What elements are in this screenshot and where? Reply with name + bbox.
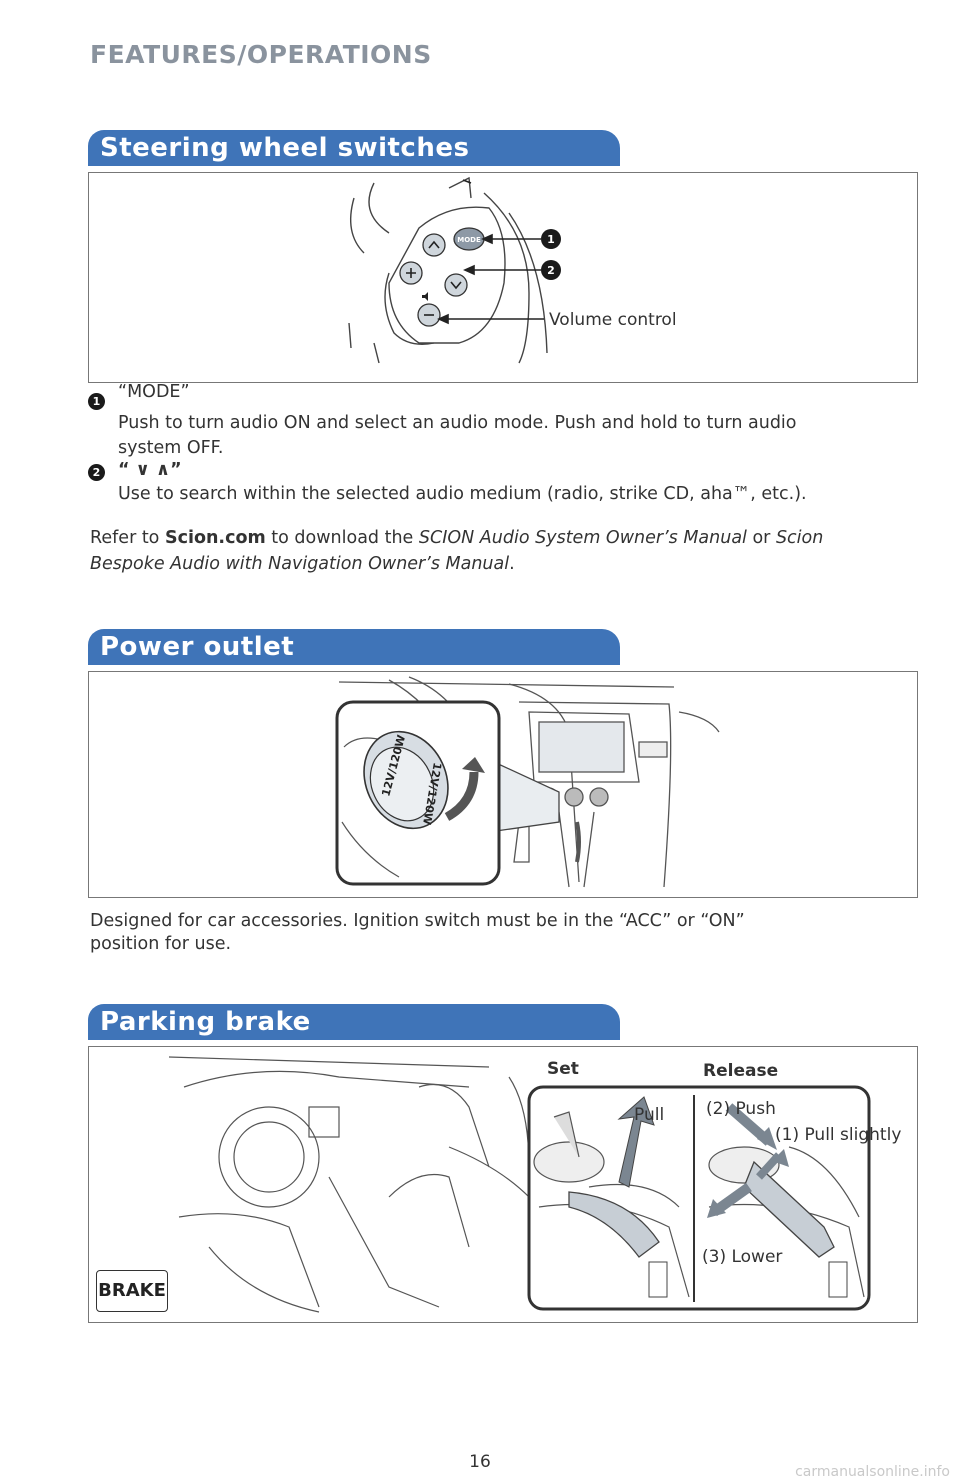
- power-section-tab: Power outlet: [88, 629, 620, 665]
- power-outlet-illustration: 12V/120W 12V/120W: [335, 676, 720, 888]
- section-heading: FEATURES/OPERATIONS: [90, 40, 432, 69]
- power-illustration-box: 12V/120W 12V/120W: [88, 671, 918, 898]
- brake-badge: BRAKE: [96, 1270, 168, 1312]
- audio-manual-title: SCION Audio System Owner’s Manual: [418, 528, 747, 548]
- brake-section-tab: Parking brake: [88, 1004, 620, 1040]
- steering-section-tab: Steering wheel switches: [88, 130, 620, 166]
- mode-button-label: MODE: [457, 236, 481, 244]
- brake-pull-label: Pull: [634, 1105, 665, 1125]
- item-1-marker: 1: [88, 393, 105, 410]
- power-desc-line2: position for use.: [90, 934, 232, 954]
- nav-manual-title-b: Bespoke Audio with Navigation Owner’s Ma…: [90, 554, 510, 574]
- refer-text-c: or: [746, 528, 776, 548]
- refer-line2: Bespoke Audio with Navigation Owner’s Ma…: [90, 553, 515, 576]
- refer-line1: Refer to Scion.com to download the SCION…: [90, 527, 823, 550]
- steering-switch-illustration: MODE 1 2: [348, 176, 561, 364]
- volume-control-label: Volume control: [549, 310, 677, 330]
- page-number: 16: [469, 1452, 491, 1472]
- brake-set-label: Set: [547, 1059, 579, 1079]
- item-1-body-line1: Push to turn audio ON and select an audi…: [118, 413, 797, 433]
- refer-text-b: to download the: [265, 528, 419, 548]
- brake-push-label: (2) Push: [706, 1099, 776, 1119]
- scion-link[interactable]: Scion.com: [164, 528, 266, 548]
- brake-illustration-box: Set Release Pull (2) Push (1) Pull sligh…: [88, 1046, 918, 1323]
- brake-pull-slightly-label: (1) Pull slightly: [775, 1125, 902, 1145]
- item-2-heading: “ ∨ ∧”: [118, 460, 182, 480]
- brake-section-title: Parking brake: [100, 1007, 311, 1037]
- power-section-title: Power outlet: [100, 632, 295, 662]
- watermark: carmanualsonline.info: [795, 1464, 950, 1480]
- item-2-body: Use to search within the selected audio …: [118, 484, 807, 504]
- nav-manual-title-a: Scion: [775, 528, 824, 548]
- power-desc-line1: Designed for car accessories. Ignition s…: [90, 911, 745, 931]
- callout-1: 1: [547, 233, 555, 246]
- refer-end: .: [509, 554, 515, 574]
- brake-release-label: Release: [703, 1061, 779, 1081]
- brake-lower-label: (3) Lower: [702, 1247, 783, 1267]
- item-1-heading: “MODE”: [118, 382, 190, 402]
- steering-section-title: Steering wheel switches: [100, 133, 470, 163]
- refer-text-a: Refer to: [90, 528, 165, 548]
- item-2-marker: 2: [88, 464, 105, 481]
- parking-brake-illustration: [168, 1056, 871, 1313]
- item-1-body-line2: system OFF.: [118, 438, 224, 458]
- steering-illustration-box: MODE 1 2 Volume control: [88, 172, 918, 383]
- callout-2: 2: [547, 264, 555, 277]
